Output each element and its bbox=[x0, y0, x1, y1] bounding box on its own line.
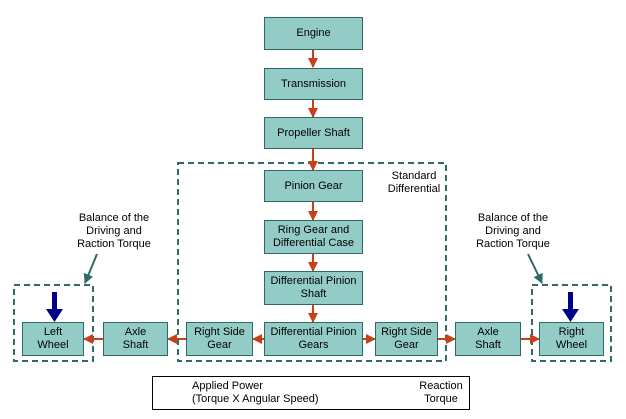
standard-differential-label: Standard Differential bbox=[387, 170, 441, 195]
left-side-gear-box: Right Side Gear bbox=[186, 322, 253, 356]
right-balance-note: Balance of the Driving and Raction Torqu… bbox=[476, 212, 550, 250]
propeller-shaft-box: Propeller Shaft bbox=[264, 117, 363, 149]
right-axle-shaft-box: Axle Shaft bbox=[455, 322, 521, 356]
left-note-pointer bbox=[83, 253, 98, 284]
right-note-pointer bbox=[527, 253, 543, 284]
right-side-gear-box: Right Side Gear bbox=[375, 322, 438, 356]
right-wheel-box: Right Wheel bbox=[539, 322, 604, 356]
engine-box: Engine bbox=[264, 17, 363, 50]
legend-reaction-torque-label: Reaction Torque bbox=[419, 380, 463, 405]
legend-applied-power-label: Applied Power (Torque X Angular Speed) bbox=[192, 380, 319, 405]
right-balance-boundary bbox=[531, 284, 612, 362]
left-balance-boundary bbox=[13, 284, 94, 362]
transmission-box: Transmission bbox=[264, 68, 363, 100]
legend bbox=[152, 376, 470, 410]
differential-pinion-shaft-box: Differential Pinion Shaft bbox=[264, 271, 363, 305]
left-balance-note: Balance of the Driving and Raction Torqu… bbox=[77, 212, 151, 250]
left-axle-shaft-box: Axle Shaft bbox=[103, 322, 168, 356]
pinion-gear-box: Pinion Gear bbox=[264, 170, 363, 202]
left-wheel-box: Left Wheel bbox=[22, 322, 84, 356]
right-wheel-reaction-arrow bbox=[562, 292, 579, 322]
differential-pinion-gears-box: Differential Pinion Gears bbox=[264, 322, 363, 356]
left-wheel-reaction-arrow bbox=[46, 292, 63, 322]
ring-gear-box: Ring Gear and Differential Case bbox=[264, 220, 363, 254]
